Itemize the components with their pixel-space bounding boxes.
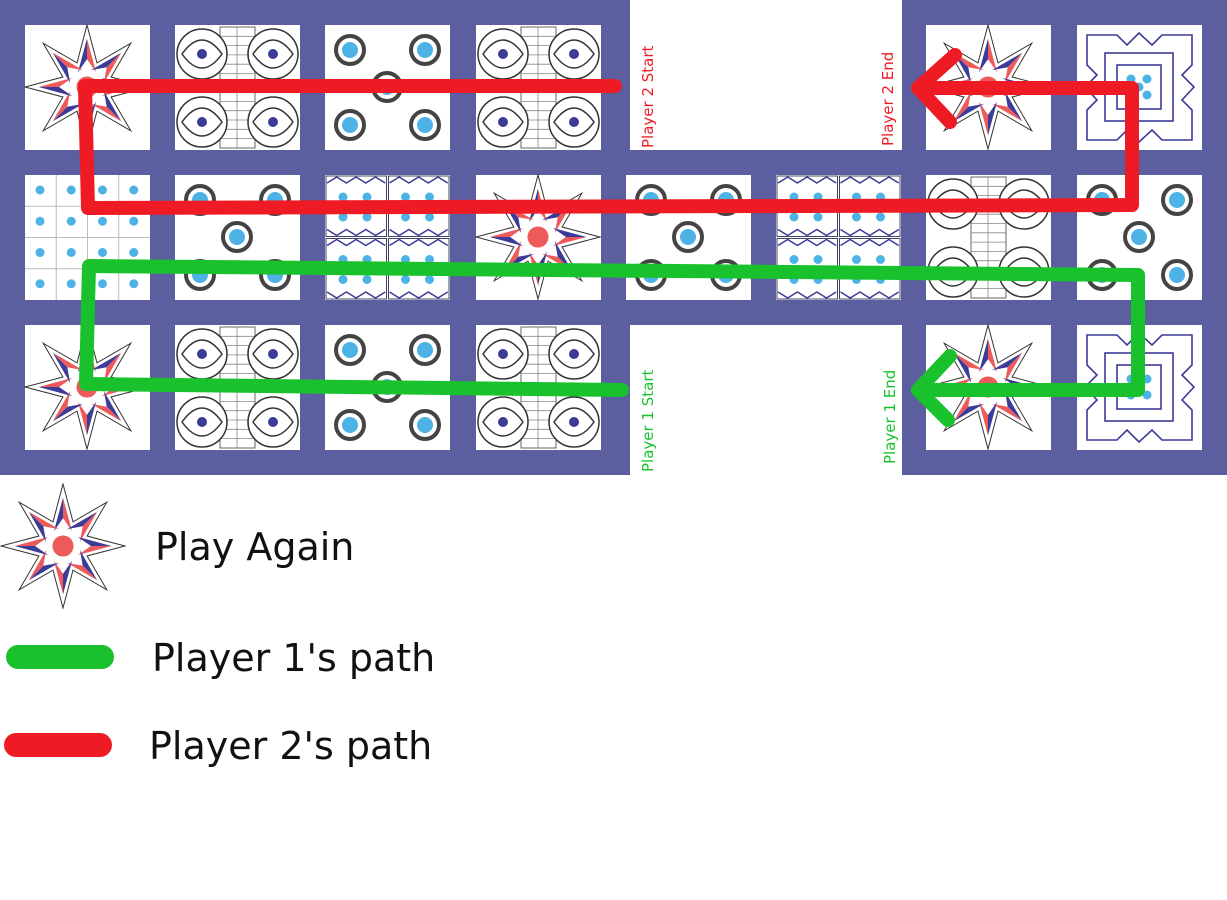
- tile-zigzag: [776, 175, 901, 300]
- tile-five-dots: [175, 175, 300, 300]
- player-2-path: [78, 79, 1139, 215]
- game-board: Player 2 Start Player 2 End Player 1 Sta…: [0, 0, 1227, 475]
- tile-five-dots: [626, 175, 751, 300]
- tile-zigzag: [325, 175, 450, 300]
- player-1-path: [79, 259, 1145, 397]
- green-path-swatch-icon: [6, 645, 114, 669]
- rosette-icon: [0, 483, 126, 609]
- tile-eyes: [926, 175, 1051, 300]
- player-1-end-label: Player 1 End: [881, 370, 899, 464]
- legend-player1-path: Player 1's path: [0, 630, 600, 700]
- legend-player1-path-label: Player 1's path: [152, 636, 436, 680]
- tile-rosette: [474, 173, 602, 301]
- player-1-arrowhead: [911, 349, 957, 427]
- player-2-start-label: Player 2 Start: [639, 45, 657, 148]
- legend-player2-path-label: Player 2's path: [149, 724, 433, 768]
- player-1-start-label: Player 1 Start: [639, 369, 657, 472]
- player-paths: [78, 48, 1145, 427]
- legend-play-again: Play Again: [0, 483, 600, 613]
- player-2-arrowhead: [911, 48, 962, 129]
- legend-player2-path: Player 2's path: [0, 716, 600, 786]
- player-2-end-label: Player 2 End: [879, 52, 897, 146]
- red-path-swatch-icon: [4, 733, 112, 757]
- tile-eyes: [476, 25, 601, 150]
- legend-play-again-label: Play Again: [155, 525, 355, 569]
